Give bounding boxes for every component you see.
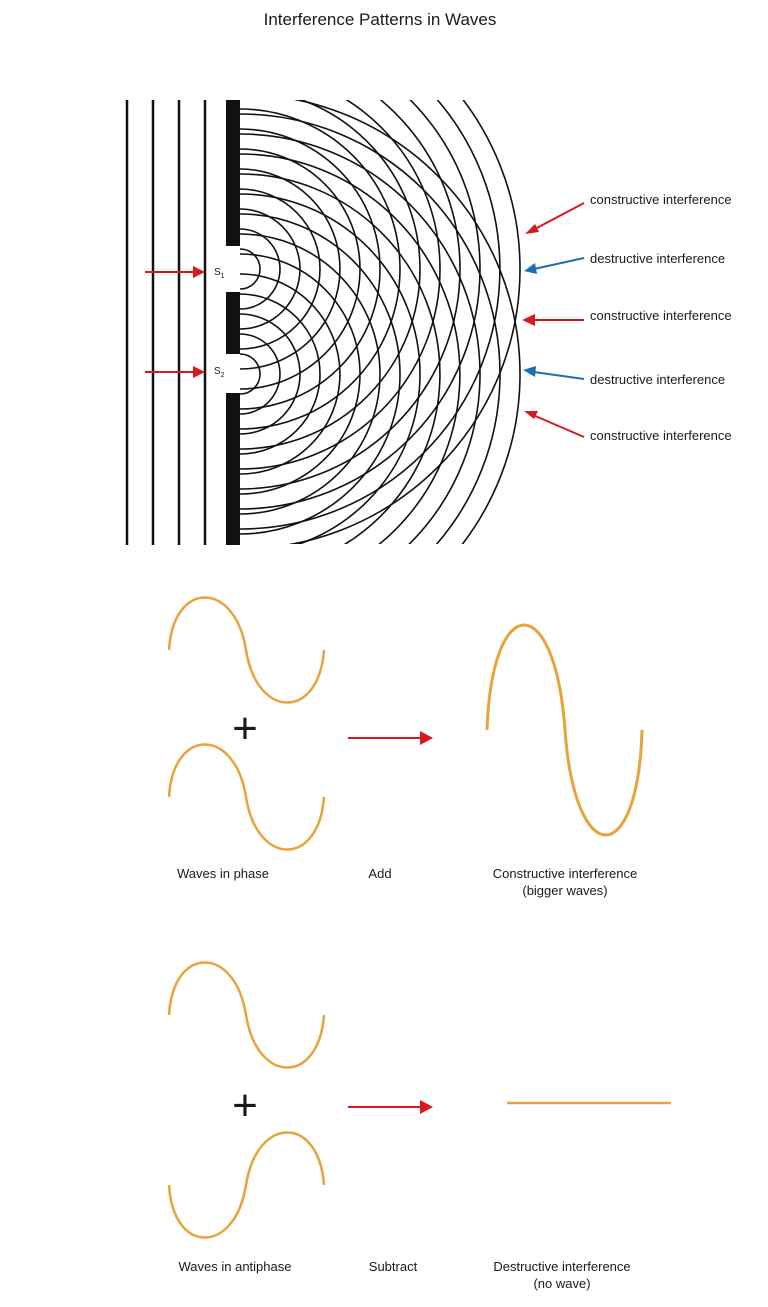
barrier-middle-segment [226,292,240,354]
callout-destructive-1: destructive interference [524,251,725,274]
callout-constructive-2: constructive interference [522,308,732,326]
in-phase-panel: + Waves in phase Add Constructive interf… [169,598,642,899]
wavefront-arc-s1 [240,9,500,529]
add-caption: Add [368,866,391,881]
slit-2-label: S2 [214,366,225,379]
constructive-caption: Constructive interference [493,866,638,881]
wavefront-arc-s2 [240,274,340,474]
in-phase-caption: Waves in phase [177,866,269,881]
wavefront-arc-s2 [240,114,500,634]
destructive-caption-note: (no wave) [533,1276,590,1291]
callout-label: constructive interference [590,308,732,323]
constructive-result-wave [487,625,642,835]
callout-constructive-3: constructive interference [524,411,732,443]
interference-callouts: constructive interference destructive in… [522,192,732,443]
wavefront-arc-s2 [240,314,300,434]
subtract-arrow [348,1100,433,1114]
callout-constructive-1: constructive interference [525,192,732,234]
constructive-caption-note: (bigger waves) [522,883,607,898]
destructive-caption: Destructive interference [493,1259,630,1274]
barrier-top-segment [226,100,240,246]
antiphase-wave-bottom [169,1133,324,1238]
plus-sign: + [232,1081,258,1130]
page-title: Interference Patterns in Waves [264,10,497,29]
wavefront-arc-s1 [240,209,300,329]
antiphase-caption: Waves in antiphase [179,1259,292,1274]
plane-wavefronts [127,100,205,545]
in-phase-wave-bottom [169,745,324,850]
add-arrow [348,731,433,745]
slit-1-label: S1 [214,267,225,280]
callout-label: constructive interference [590,192,732,207]
wavefront-arc-s2 [240,194,420,554]
in-phase-wave-top [169,598,324,703]
callout-label: destructive interference [590,251,725,266]
barrier-bottom-segment [226,393,240,545]
antiphase-panel: + Waves in antiphase Subtract Destructiv… [169,963,671,1292]
callout-label: destructive interference [590,372,725,387]
barrier [226,100,240,545]
subtract-caption: Subtract [369,1259,418,1274]
slit-labels: S1 S2 [214,267,225,379]
plus-sign: + [232,704,258,753]
wavefront-arc-s1 [240,169,340,369]
wavefront-arc-s1 [240,89,420,449]
callout-label: constructive interference [590,428,732,443]
antiphase-wave-top [169,963,324,1068]
callout-destructive-2: destructive interference [523,366,725,387]
circular-wavefronts [240,0,520,654]
